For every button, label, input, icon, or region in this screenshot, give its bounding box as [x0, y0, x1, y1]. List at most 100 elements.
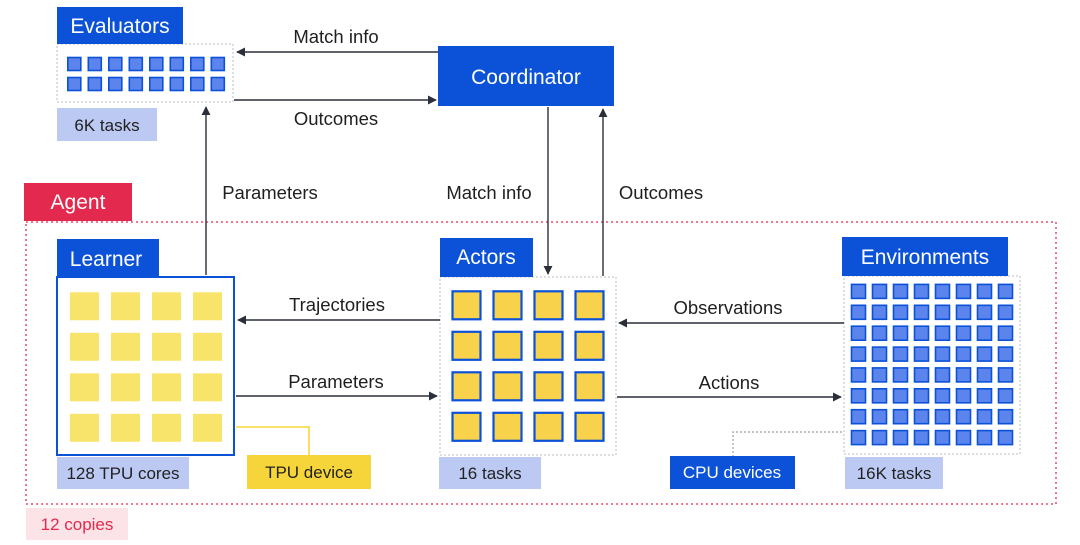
edge-label-learner-to-actors: Parameters: [288, 371, 384, 392]
tpu-core-cell: [70, 373, 99, 402]
actor-task-cell: [533, 290, 564, 321]
environment-task-cell: [997, 325, 1014, 342]
learner-count-box: [57, 457, 189, 489]
environment-task-cell: [997, 387, 1014, 404]
environment-task-cell: [976, 325, 993, 342]
environments-box: [843, 275, 1021, 455]
evaluator-task-cell: [149, 56, 164, 72]
actor-task-cell: [451, 371, 482, 402]
tpu-core-cell: [152, 292, 181, 321]
actor-task-cell: [533, 411, 564, 442]
agent-label: Agent: [51, 191, 106, 214]
environments-count: 16K tasks: [857, 464, 932, 483]
environment-task-cell: [997, 304, 1014, 321]
environment-task-cell: [871, 387, 888, 404]
environment-task-cell: [934, 346, 951, 362]
environment-task-cell: [976, 408, 993, 425]
evaluator-task-cell: [169, 76, 185, 92]
environment-task-cell: [871, 304, 888, 321]
environment-task-cell: [997, 346, 1014, 362]
evaluator-task-cell: [149, 76, 164, 92]
environment-task-cell: [913, 429, 930, 446]
evaluators-title-box: [57, 7, 183, 44]
evaluator-task-cell: [210, 56, 226, 72]
environment-task-cell: [976, 387, 993, 404]
actor-task-cell: [533, 371, 564, 402]
actors-title-box: [440, 238, 533, 277]
environment-task-cell: [892, 304, 909, 321]
environment-task-cell: [850, 325, 867, 342]
evaluator-task-cell: [169, 56, 185, 72]
tpu-core-cell: [111, 373, 140, 402]
environment-task-cell: [892, 408, 909, 425]
tpu-core-cell: [152, 332, 181, 361]
edge-label-actors-to-learner: Trajectories: [289, 294, 385, 315]
learner-tpu-grid: [70, 292, 222, 442]
environment-task-cell: [955, 283, 972, 300]
evaluator-task-cell: [108, 56, 123, 72]
learner-count: 128 TPU cores: [66, 464, 179, 483]
evaluator-task-cell: [67, 76, 82, 92]
copies-label: 12 copies: [41, 515, 114, 534]
actor-task-cell: [492, 330, 523, 361]
environments-title: Environments: [861, 246, 989, 269]
environment-task-cell: [871, 283, 888, 300]
edge-label-coordinator-to-actors: Match info: [446, 182, 531, 203]
environment-task-cell: [934, 283, 951, 300]
environment-task-cell: [871, 408, 888, 425]
edge-label-learner-to-evaluators: Parameters: [222, 182, 318, 203]
evaluators-task-grid: [67, 56, 226, 92]
environment-task-cell: [850, 304, 867, 321]
tpu-core-cell: [111, 413, 140, 442]
actor-task-cell: [492, 411, 523, 442]
environment-task-cell: [955, 387, 972, 404]
evaluator-task-cell: [128, 56, 144, 72]
actors-title: Actors: [456, 246, 516, 269]
edge-label-actors-to-coordinator: Outcomes: [619, 182, 703, 203]
environment-task-cell: [955, 429, 972, 446]
copies-label-box: [26, 508, 128, 540]
environment-task-cell: [955, 304, 972, 321]
environment-task-cell: [997, 367, 1014, 383]
environment-task-cell: [955, 325, 972, 342]
environment-task-cell: [892, 429, 909, 446]
tpu-device-label: TPU device: [265, 463, 353, 482]
actor-task-cell: [533, 330, 564, 361]
environment-task-cell: [913, 387, 930, 404]
environment-task-cell: [976, 367, 993, 383]
actors-task-grid: [451, 290, 605, 442]
environment-task-cell: [976, 429, 993, 446]
tpu-core-cell: [111, 332, 140, 361]
tpu-core-cell: [193, 332, 222, 361]
environment-task-cell: [913, 283, 930, 300]
environment-task-cell: [976, 304, 993, 321]
tpu-core-cell: [70, 292, 99, 321]
actor-task-cell: [574, 290, 605, 321]
environment-task-cell: [955, 367, 972, 383]
environment-task-cell: [871, 346, 888, 362]
evaluators-count-box: [57, 108, 157, 141]
environment-task-cell: [997, 429, 1014, 446]
cpu-devices-leader: [732, 431, 842, 456]
actors-count-box: [439, 457, 541, 489]
coordinator-title: Coordinator: [471, 66, 581, 89]
evaluator-task-cell: [108, 76, 123, 92]
tpu-device-leader: [236, 426, 310, 455]
environment-task-cell: [892, 367, 909, 383]
cpu-devices-label: CPU devices: [683, 463, 781, 482]
environment-task-cell: [934, 387, 951, 404]
environment-task-cell: [913, 408, 930, 425]
environment-task-cell: [892, 346, 909, 362]
environment-task-cell: [913, 304, 930, 321]
tpu-device-box: [247, 455, 371, 489]
tpu-core-cell: [152, 413, 181, 442]
coordinator-box: [438, 46, 614, 106]
environment-task-cell: [934, 304, 951, 321]
agent-label-box: [24, 183, 132, 221]
edge-label-coordinator-to-evaluators: Match info: [293, 26, 378, 47]
evaluators-title: Evaluators: [70, 15, 169, 38]
environment-task-cell: [850, 408, 867, 425]
actor-task-cell: [574, 411, 605, 442]
environment-task-cell: [955, 408, 972, 425]
